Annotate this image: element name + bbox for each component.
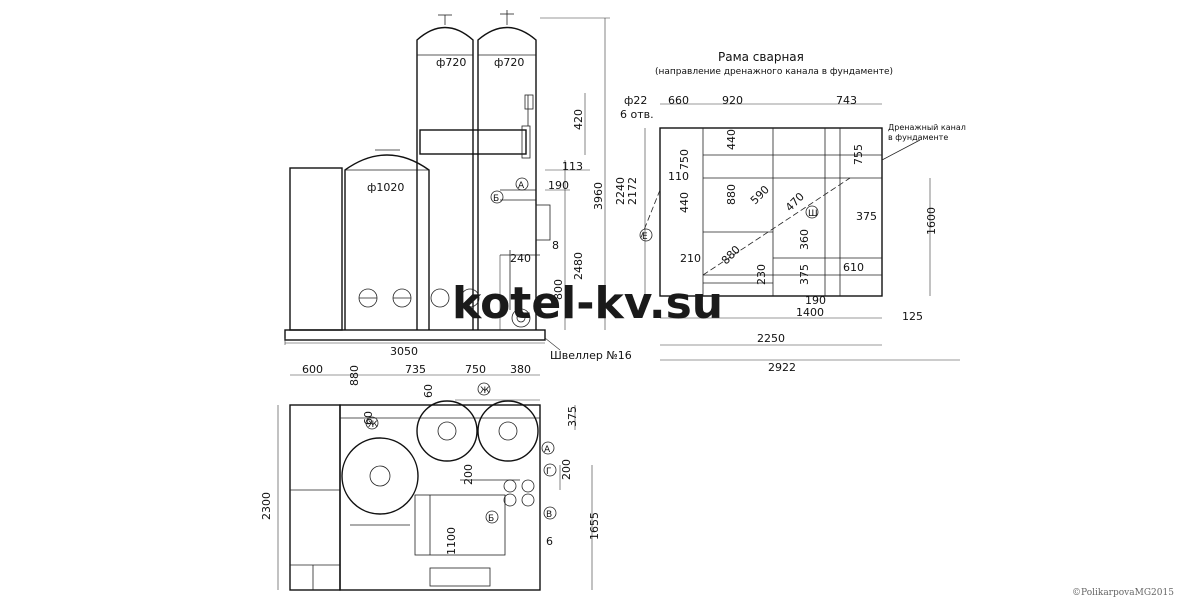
svg-text:Б: Б: [488, 514, 494, 524]
vessel-2-plan: [477, 400, 539, 462]
dim-6: 6: [546, 535, 553, 548]
dim-600: 600: [302, 363, 323, 376]
marker-b-plan: [485, 510, 499, 524]
dim-735: 735: [405, 363, 426, 376]
dim-3960: 3960: [592, 182, 605, 210]
frame-dim-210: 210: [680, 252, 701, 265]
frame-dim-743: 743: [836, 94, 857, 107]
frame-dim-750: 750: [678, 149, 691, 170]
skid-plan: [339, 404, 541, 591]
frame-subtitle: (направление дренажного канала в фундаме…: [655, 67, 893, 77]
marker-zh-1: [365, 416, 379, 430]
dim-420: 420: [572, 109, 585, 130]
dim-200-b: 200: [560, 459, 573, 480]
frame-dim-610: 610: [843, 261, 864, 274]
marker-v-plan: [543, 506, 557, 520]
dim-240: 240: [510, 252, 531, 265]
elevation-view: ф720 ф720 ф1020 420 113 190 3960 2480 8 …: [284, 10, 632, 362]
frame-dim-2922: 2922: [768, 361, 796, 374]
dim-2300: 2300: [260, 492, 273, 520]
base-channel: [284, 329, 546, 341]
dim-200-a: 200: [462, 464, 475, 485]
dim-3050: 3050: [390, 345, 418, 358]
marker-e: [639, 228, 653, 242]
drain-note-2: в фундаменте: [888, 133, 948, 142]
frame-dim-2250: 2250: [757, 332, 785, 345]
frame-dim-2240: 2240: [614, 177, 627, 205]
svg-text:Б: Б: [493, 194, 499, 204]
frame-dim-920: 920: [722, 94, 743, 107]
large-vessel-diameter: ф1020: [367, 181, 404, 194]
dim-1655: 1655: [588, 512, 601, 540]
marker-a-elev: [515, 177, 529, 191]
dim-1100: 1100: [445, 527, 458, 555]
frame-dim-660: 660: [668, 94, 689, 107]
svg-text:А: А: [544, 445, 551, 455]
svg-text:Ж: Ж: [480, 386, 490, 396]
frame-dim-230: 230: [755, 264, 768, 285]
cabinet-plan: [289, 404, 341, 591]
svg-text:Е: Е: [642, 232, 648, 242]
dim-113: 113: [562, 160, 583, 173]
vessel-1-plan: [416, 400, 478, 462]
frame-dim-110: 110: [668, 170, 689, 183]
dim-880: 880: [348, 365, 361, 386]
dim-2480: 2480: [572, 252, 585, 280]
vessel-1-diameter: ф720: [436, 56, 466, 69]
filter-vessel-1: [416, 26, 474, 330]
frame-dim-440-b: 440: [678, 192, 691, 213]
large-vessel: [344, 154, 430, 330]
holes-count: 6 отв.: [620, 108, 654, 121]
channel-label: Швеллер №16: [550, 349, 632, 362]
large-vessel-plan: [341, 437, 419, 515]
svg-text:А: А: [518, 181, 525, 191]
dim-190: 190: [548, 179, 569, 192]
frame-dim-590: 590: [748, 183, 772, 207]
frame-outline: [659, 127, 883, 297]
holes-dia: ф22: [624, 94, 647, 107]
svg-text:В: В: [546, 510, 552, 520]
frame-dim-880-a: 880: [725, 184, 738, 205]
frame-dim-360: 360: [798, 229, 811, 250]
frame-dim-880-b: 880: [719, 243, 743, 267]
svg-text:Ш: Ш: [808, 209, 818, 219]
dim-8: 8: [552, 239, 559, 252]
frame-dim-375: 375: [856, 210, 877, 223]
dim-60-top: 60: [422, 384, 435, 398]
frame-dim-440-a: 440: [725, 129, 738, 150]
frame-dim-755: 755: [852, 144, 865, 165]
marker-a-plan: [541, 441, 555, 455]
header-pipe: [419, 129, 527, 155]
frame-dim-1400: 1400: [796, 306, 824, 319]
dim-800: 800: [552, 279, 565, 300]
marker-sh: [805, 205, 819, 219]
marker-b-elev: [490, 190, 504, 204]
frame-dim-1600: 1600: [925, 207, 938, 235]
dim-375: 375: [566, 406, 579, 427]
dim-380: 380: [510, 363, 531, 376]
dim-750: 750: [465, 363, 486, 376]
copyright: ©PolikarpovaMG2015: [1072, 588, 1174, 598]
frame-dim-190: 190: [805, 294, 826, 307]
svg-text:Ж: Ж: [368, 420, 378, 430]
filter-vessel-2: [477, 26, 537, 330]
vessel-2-diameter: ф720: [494, 56, 524, 69]
frame-dim-2172: 2172: [626, 177, 639, 205]
svg-text:Г: Г: [546, 467, 552, 477]
frame-dim-470: 470: [783, 190, 807, 214]
control-cabinet: [289, 167, 343, 331]
frame-title: Рама сварная: [718, 50, 804, 64]
marker-zh-2: [477, 382, 491, 396]
plan-view: 600 880 735 750 380 60 60 375 200 200 23…: [260, 363, 601, 591]
marker-g-plan: [543, 463, 557, 477]
watermark: kotel-kv.su: [452, 278, 723, 329]
frame-dim-375-b: 375: [798, 264, 811, 285]
frame-dim-125: 125: [902, 310, 923, 323]
drain-note-1: Дренажный канал: [888, 123, 966, 132]
